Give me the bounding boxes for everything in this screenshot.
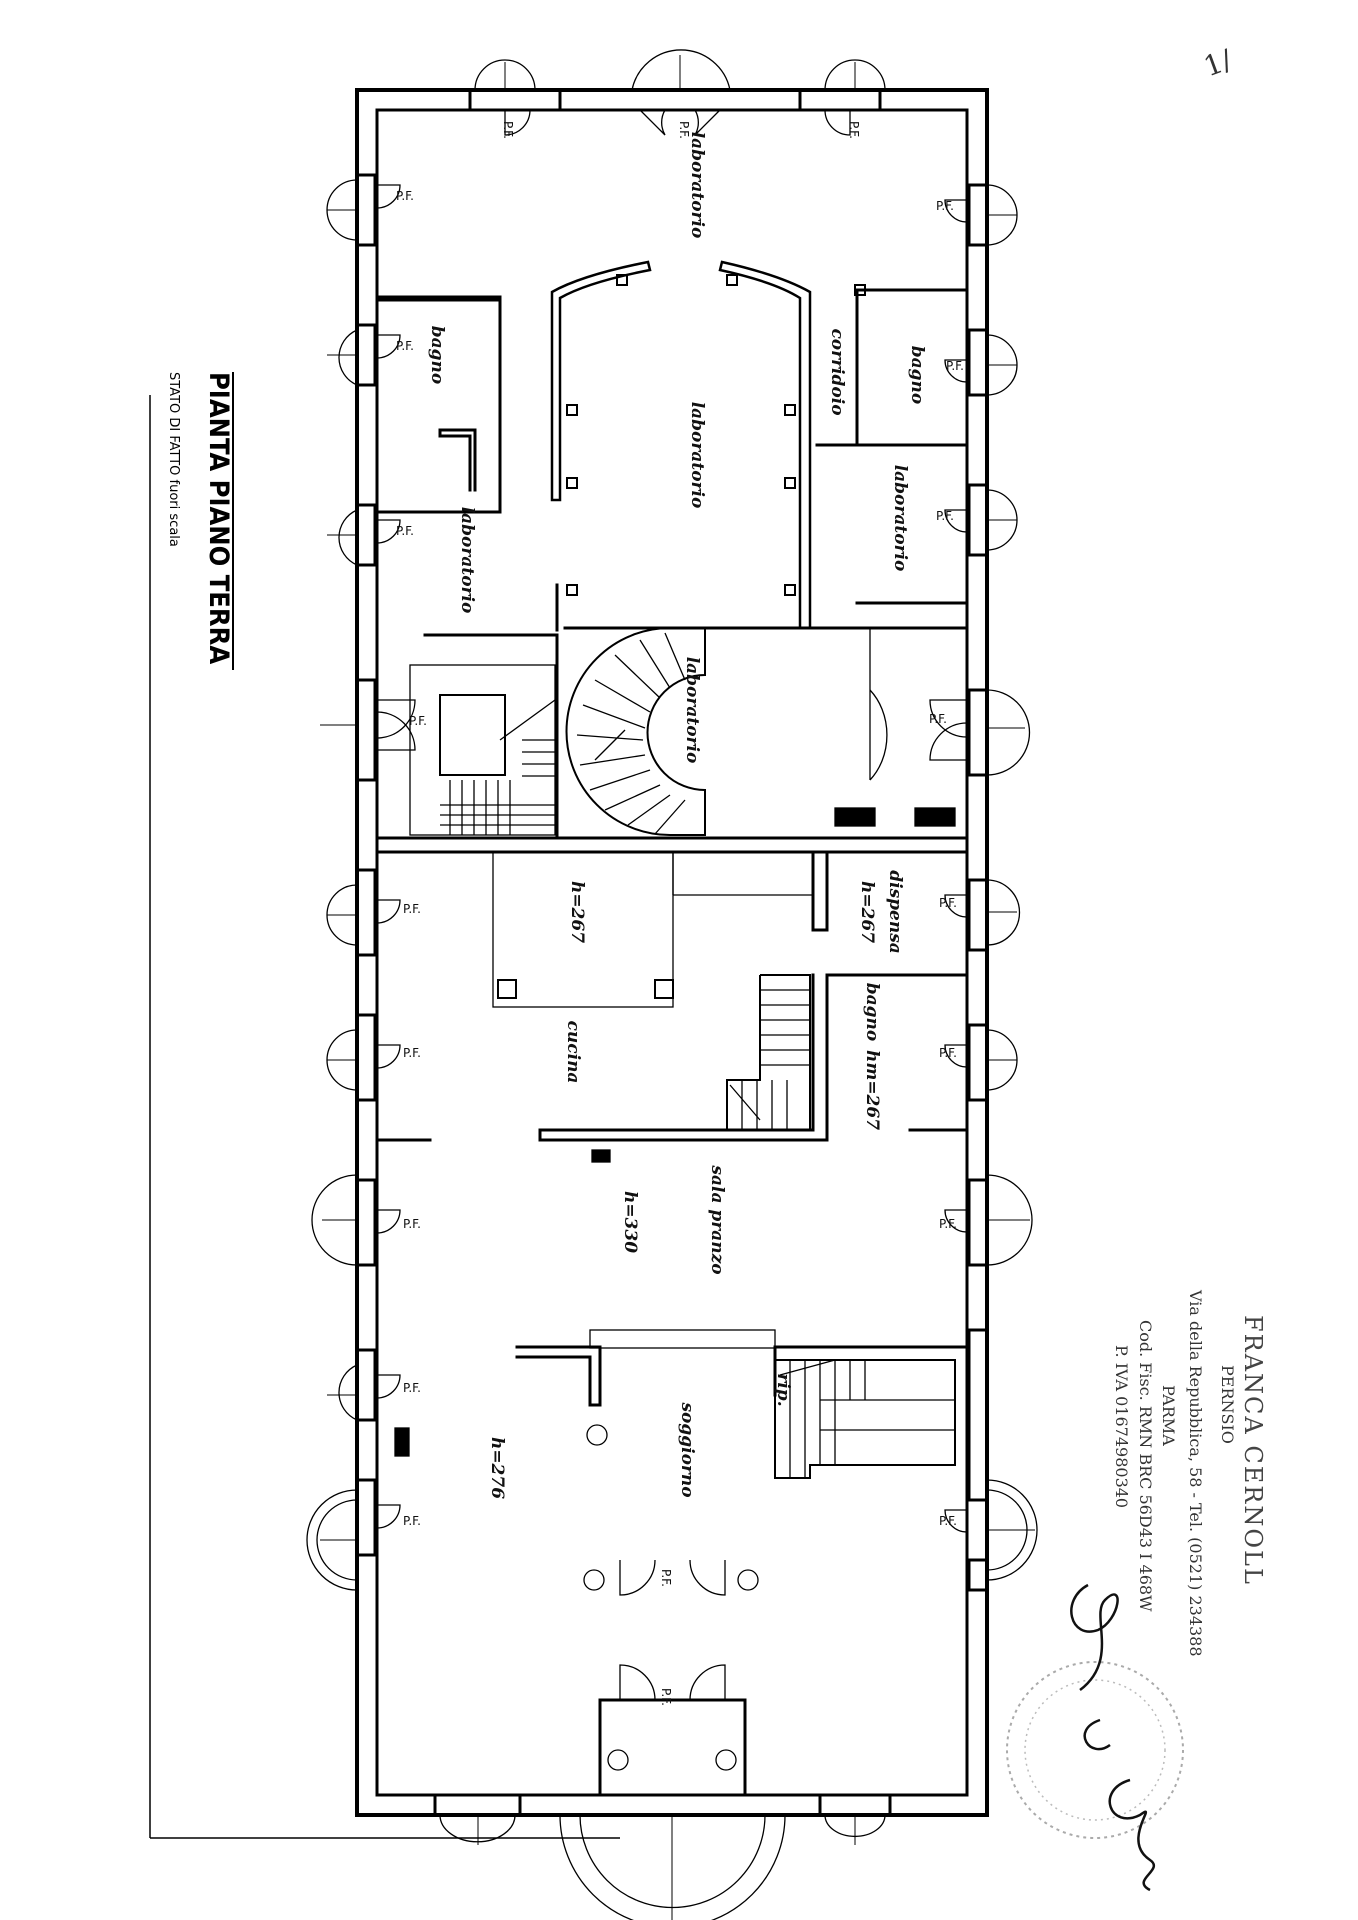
axis-lines (320, 55, 1035, 1920)
room-label: h=267 (857, 881, 877, 943)
sheet-frame (149, 395, 620, 1839)
room-label: laboratorio (687, 132, 707, 239)
plan-subtitle: STATO DI FATTO fuori scala (166, 372, 181, 547)
signature-icon (1070, 1583, 1155, 1892)
door-label: P.F. (403, 1217, 421, 1231)
round-seal-icon (1006, 1661, 1184, 1839)
door-label: P.F. (403, 1514, 421, 1528)
door-label: P.F. (501, 121, 515, 139)
room-label: rip. (773, 1373, 793, 1406)
door-label: P.F. (929, 712, 947, 726)
columns (583, 1424, 759, 1771)
spiral-treads (576, 632, 686, 835)
stamp-name: FRANCA CERNOLL (1239, 1315, 1267, 1586)
stair-left-treads (440, 699, 556, 835)
room-label: bagno (907, 346, 927, 405)
stamp-cf: Cod. Fisc. RMN BRC 56D43 I 468W (1136, 1320, 1155, 1612)
door-label: P.F. (409, 714, 427, 728)
title-block: PIANTA PIANO TERRA STATO DI FATTO fuori … (166, 372, 234, 670)
room-label: hm=267 (862, 1050, 882, 1130)
door-label: P.F. (939, 1046, 957, 1060)
room-label: bagno (862, 983, 882, 1042)
stamp-piva: P. IVA 01674980340 (1112, 1345, 1131, 1508)
door-label: P.F. (396, 524, 414, 538)
door-label: P.F. (403, 1046, 421, 1060)
door-label: P.F. (939, 1514, 957, 1528)
door-label: P.F. (396, 339, 414, 353)
room-label: h=267 (567, 881, 587, 943)
column (583, 1569, 605, 1591)
room-label: cucina (563, 1021, 583, 1084)
wall-piers (357, 90, 987, 1815)
stamp-line1: PERNSIO (1218, 1365, 1237, 1444)
door-label: P.F. (659, 1688, 673, 1706)
room-label: laboratorio (890, 465, 910, 572)
door-swings (376, 109, 968, 1701)
corner-mark: 1/ (1199, 43, 1236, 84)
room-label: sala pranzo (707, 1164, 727, 1274)
stamp-city: PARMA (1159, 1385, 1178, 1446)
column (607, 1749, 629, 1771)
door-label: P.F. (677, 121, 691, 139)
column (715, 1749, 737, 1771)
room-label: dispensa (885, 870, 905, 954)
door-label: P.F. (396, 189, 414, 203)
room-label: h=276 (487, 1437, 507, 1499)
stair-living-treads (779, 1359, 955, 1478)
room-label: laboratorio (682, 657, 702, 764)
room-label: h=330 (620, 1191, 640, 1253)
door-label: P.F. (659, 1569, 673, 1587)
door-label: P.F. (939, 1217, 957, 1231)
room-label: bagno (427, 326, 447, 385)
room-label: corridoio (827, 328, 847, 415)
door-label: P.F. (946, 359, 964, 373)
door-label: P.F. (847, 121, 861, 139)
room-label: laboratorio (457, 507, 477, 614)
room-label: laboratorio (687, 402, 707, 509)
door-labels: P.F. P.F. P.F. P.F. P.F. P.F. P.F. P.F. P.F. P.F.… (396, 121, 964, 1706)
column (586, 1424, 608, 1446)
stamp-address: Via della Repubblica, 58 - Tel. (0521) 2… (1186, 1289, 1205, 1657)
door-label: P.F. (403, 1381, 421, 1395)
door-label: P.F. (939, 896, 957, 910)
plan-title: PIANTA PIANO TERRA (203, 372, 234, 664)
professional-stamp: FRANCA CERNOLL PERNSIO Via della Repubbl… (1006, 1289, 1267, 1892)
column (737, 1569, 759, 1591)
staircases (409, 627, 956, 1479)
door-label: P.F. (936, 509, 954, 523)
stair-kitchen-treads (729, 989, 810, 1130)
room-label: soggiorno (677, 1401, 697, 1497)
door-label: P.F. (403, 902, 421, 916)
thin-lines (394, 274, 956, 1457)
room-labels: laboratorio bagno laboratorio corridoio bagn… (427, 132, 927, 1500)
door-label: P.F. (936, 199, 954, 213)
